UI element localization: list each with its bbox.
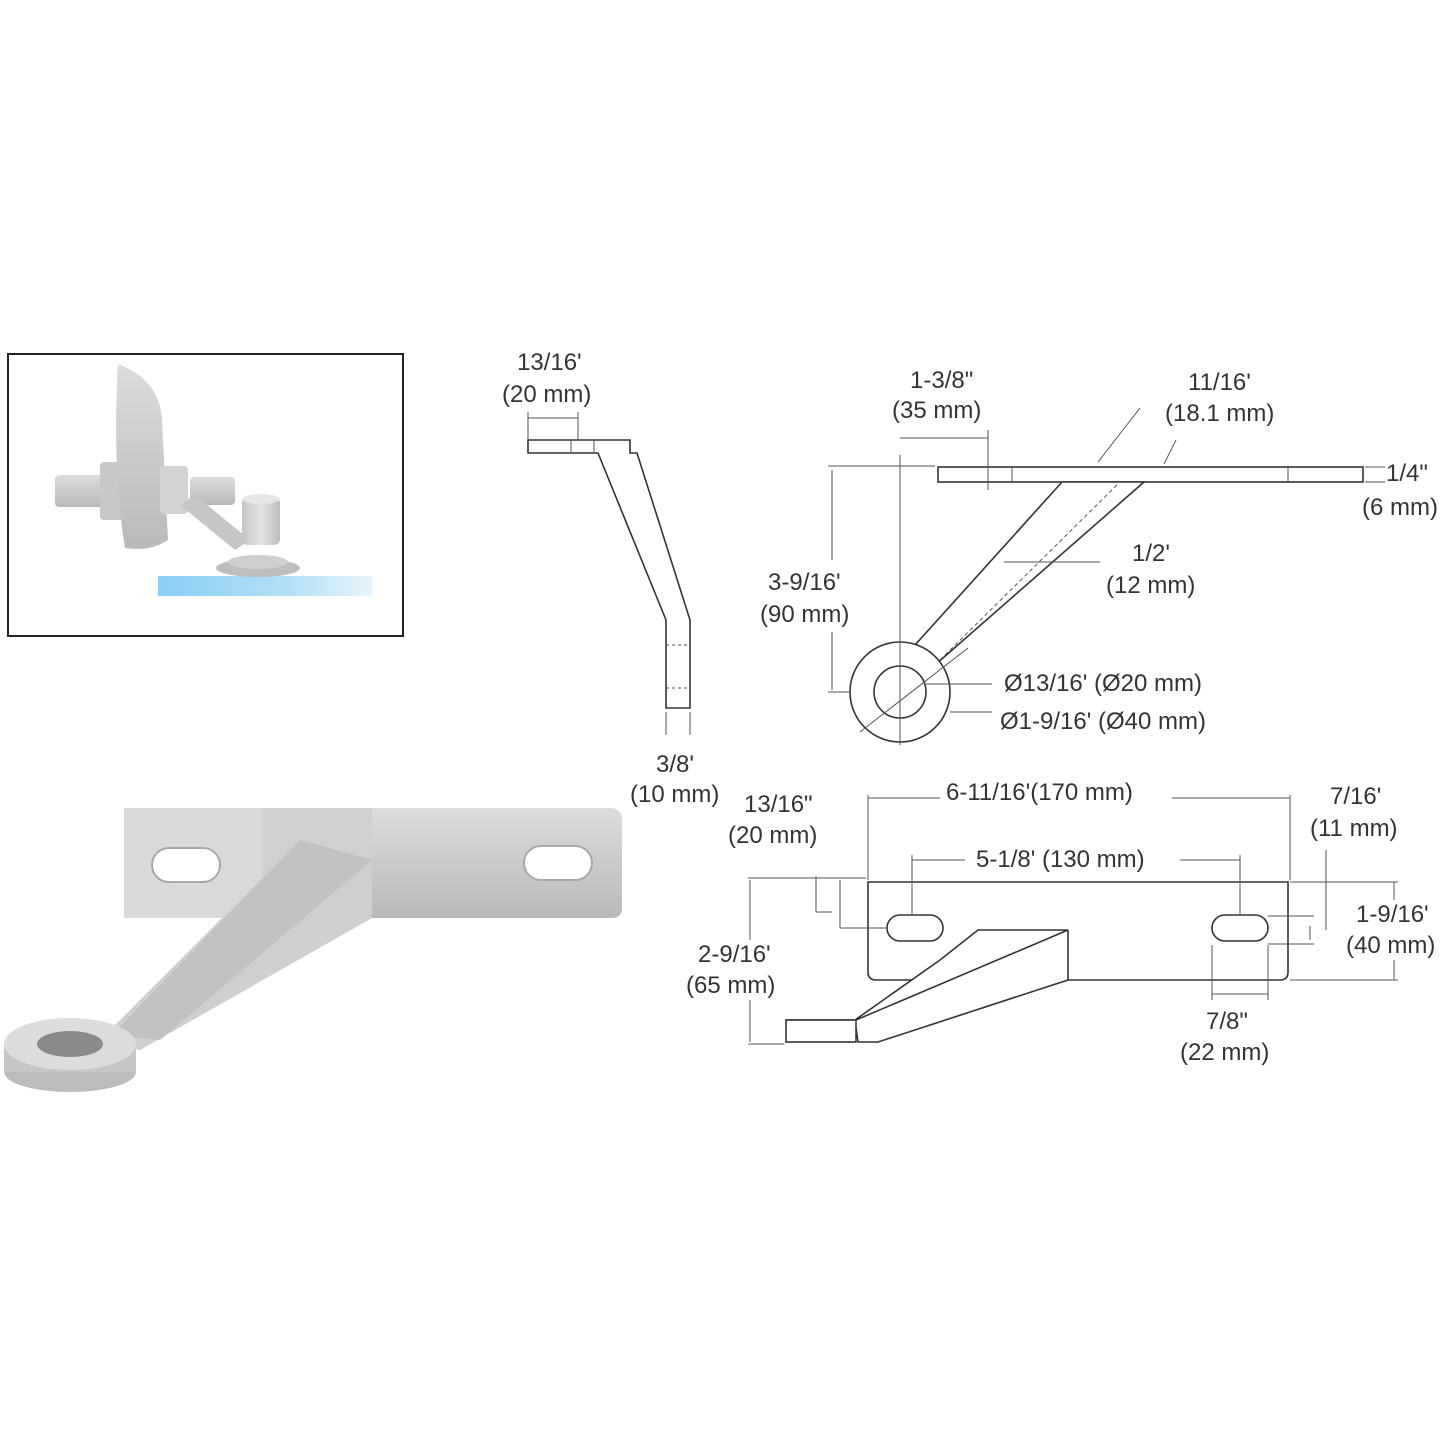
front-slot-length-imperial: 7/8": [1206, 1008, 1248, 1035]
front-arm-offset-imperial: 13/16": [744, 791, 813, 818]
top-arm-width-imperial: 1/2': [1132, 540, 1170, 567]
top-diag-dim-imperial: 11/16': [1188, 369, 1251, 396]
top-hole-dim: Ø13/16' (Ø20 mm): [1004, 670, 1202, 697]
top-view-drawing: [828, 407, 1385, 745]
top-height-dim-metric: (90 mm): [760, 601, 849, 628]
top-arm-width-metric: (12 mm): [1106, 572, 1195, 599]
side-bottom-dim-imperial: 3/8': [656, 751, 694, 778]
front-edge-dim-imperial: 7/16': [1330, 783, 1381, 810]
front-view-drawing: [748, 795, 1398, 1045]
top-thickness-dim-imperial: 1/4": [1386, 460, 1428, 487]
side-view-drawing: [527, 412, 691, 735]
front-plate-height-metric: (40 mm): [1346, 932, 1435, 959]
front-edge-dim-metric: (11 mm): [1310, 815, 1398, 842]
top-thickness-dim-metric: (6 mm): [1362, 494, 1438, 521]
top-offset-dim-imperial: 1-3/8": [910, 367, 973, 394]
top-offset-dim-metric: (35 mm): [892, 397, 981, 424]
top-ring-dim: Ø1-9/16' (Ø40 mm): [1000, 708, 1206, 735]
front-plate-height-imperial: 1-9/16': [1356, 901, 1429, 928]
product-render: [4, 808, 622, 1092]
top-height-dim-imperial: 3-9/16': [768, 569, 841, 596]
side-bottom-dim-metric: (10 mm): [630, 781, 719, 808]
front-slot-length-metric: (22 mm): [1180, 1039, 1269, 1066]
front-overall-length: 6-11/16'(170 mm): [946, 779, 1133, 806]
side-top-dim-imperial: 13/16': [517, 349, 582, 376]
front-total-height-metric: (65 mm): [686, 972, 775, 999]
top-diag-dim-metric: (18.1 mm): [1165, 400, 1274, 427]
side-top-dim-metric: (20 mm): [502, 381, 591, 408]
front-slot-spacing: 5-1/8' (130 mm): [976, 846, 1145, 873]
front-arm-offset-metric: (20 mm): [728, 822, 817, 849]
front-total-height-imperial: 2-9/16': [698, 941, 771, 968]
installation-inset: [7, 353, 404, 637]
